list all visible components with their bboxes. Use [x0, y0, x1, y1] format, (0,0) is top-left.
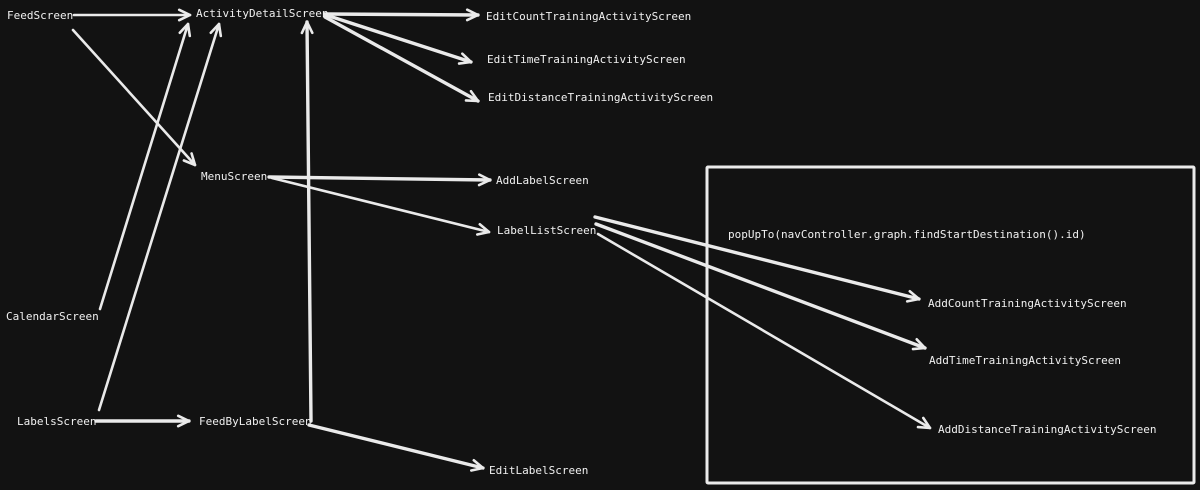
arrowhead-icon: [477, 173, 492, 187]
edge-calendar-to-activity-detail: [98, 22, 192, 311]
arrowhead-icon: [465, 8, 480, 22]
edge-label-list-to-add-count: [593, 215, 921, 303]
arrowhead-icon: [300, 20, 314, 35]
edge-labels-to-feed-by-label: [94, 414, 191, 428]
edge-label-list-to-add-distance: [596, 232, 932, 430]
node-add-distance-training-activity-screen[interactable]: AddDistanceTrainingActivityScreen: [938, 423, 1157, 436]
pop-up-to-group-frame: [705, 165, 1196, 485]
edge-menu-to-add-label: [267, 173, 492, 187]
edge-activity-detail-to-edit-count: [323, 8, 480, 22]
node-add-count-training-activity-screen[interactable]: AddCountTrainingActivityScreen: [928, 297, 1127, 310]
edge-line: [596, 232, 932, 430]
edge-line: [97, 22, 221, 412]
node-add-label-screen[interactable]: AddLabelScreen: [496, 174, 589, 187]
edge-activity-detail-to-edit-time: [324, 13, 473, 65]
node-label-list-screen[interactable]: LabelListScreen: [497, 224, 596, 237]
edge-labels-to-activity-detail: [97, 22, 223, 412]
edge-menu-to-label-list: [270, 176, 491, 236]
node-add-time-training-activity-screen[interactable]: AddTimeTrainingActivityScreen: [929, 354, 1121, 367]
node-edit-label-screen[interactable]: EditLabelScreen: [489, 464, 588, 477]
edge-feed-to-menu: [71, 28, 197, 167]
node-activity-detail-screen[interactable]: ActivityDetailScreen: [196, 7, 328, 20]
group-note-pop-up-to: popUpTo(navController.graph.findStartDes…: [728, 228, 1086, 241]
arrowhead-icon: [182, 152, 197, 167]
arrowhead-icon: [209, 22, 223, 38]
edge-line: [98, 22, 190, 311]
arrowhead-icon: [911, 338, 927, 351]
arrowhead-icon: [178, 22, 192, 38]
edge-line: [594, 222, 927, 350]
node-feed-screen[interactable]: FeedScreen: [7, 9, 73, 22]
edge-line: [307, 423, 485, 470]
edges-layer: [71, 8, 932, 472]
node-calendar-screen[interactable]: CalendarScreen: [6, 310, 99, 323]
node-edit-time-training-activity-screen[interactable]: EditTimeTrainingActivityScreen: [487, 53, 686, 66]
edge-feed-by-label-to-edit-label: [307, 423, 485, 472]
edge-feed-to-activity-detail: [72, 8, 192, 22]
arrowhead-icon: [177, 8, 192, 22]
edge-line: [593, 215, 921, 301]
edge-line: [323, 12, 480, 17]
arrowhead-icon: [457, 52, 473, 65]
edge-feed-by-label-to-activity-detail: [300, 20, 314, 423]
edge-line: [323, 15, 480, 103]
edge-line: [305, 20, 313, 423]
arrowhead-icon: [916, 416, 932, 430]
arrowhead-icon: [470, 459, 485, 472]
edge-line: [270, 176, 491, 234]
arrowhead-icon: [464, 89, 480, 103]
node-edit-count-training-activity-screen[interactable]: EditCountTrainingActivityScreen: [486, 10, 691, 23]
edge-line: [267, 175, 492, 182]
edge-activity-detail-to-edit-distance: [323, 15, 480, 103]
node-labels-screen[interactable]: LabelsScreen: [17, 415, 96, 428]
edge-line: [71, 28, 197, 167]
node-edit-distance-training-activity-screen[interactable]: EditDistanceTrainingActivityScreen: [488, 91, 713, 104]
arrowhead-icon: [476, 223, 491, 236]
node-menu-screen[interactable]: MenuScreen: [201, 170, 267, 183]
arrowhead-icon: [176, 414, 191, 428]
node-feed-by-label-screen[interactable]: FeedByLabelScreen: [199, 415, 312, 428]
edge-label-list-to-add-time: [594, 222, 927, 351]
arrowhead-icon: [905, 290, 921, 303]
edge-line: [324, 13, 473, 64]
